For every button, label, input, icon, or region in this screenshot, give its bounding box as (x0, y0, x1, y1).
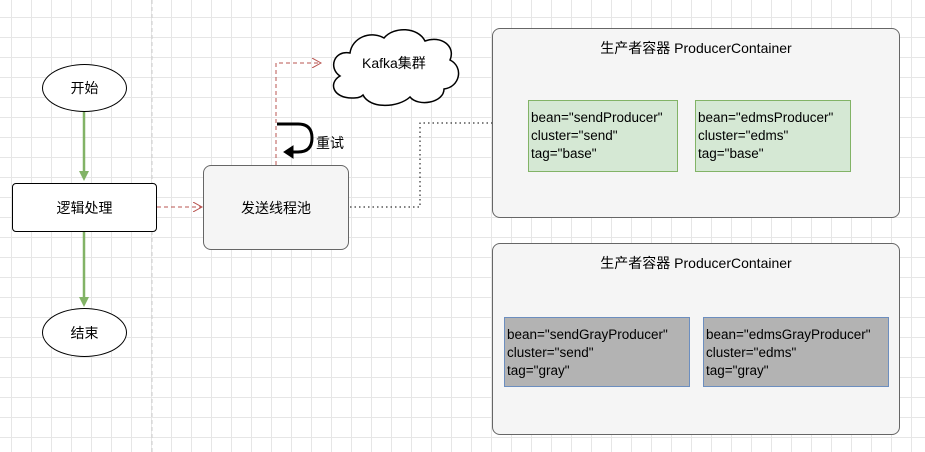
bean-name: bean="edmsGrayProducer" (706, 327, 871, 342)
bean-cluster: cluster="send" (507, 345, 594, 360)
bean-edms-gray-producer: bean="edmsGrayProducer" cluster="edms" t… (703, 317, 889, 387)
bean-tag: tag="base" (698, 146, 764, 161)
producer-container-gray: 生产者容器 ProducerContainer bean="sendGrayPr… (492, 243, 900, 435)
logic-node: 逻辑处理 (12, 183, 157, 232)
retry-label: 重试 (316, 135, 344, 151)
bean-name: bean="sendProducer" (531, 110, 663, 125)
logic-label: 逻辑处理 (56, 199, 113, 216)
bean-tag: tag="base" (531, 146, 597, 161)
start-node: 开始 (42, 64, 127, 112)
bean-tag: tag="gray" (507, 363, 570, 378)
bean-edms-producer: bean="edmsProducer" cluster="edms" tag="… (695, 100, 851, 172)
end-label: 结束 (70, 324, 99, 341)
kafka-label: Kafka集群 (362, 55, 426, 71)
link-pool-to-container (350, 122, 492, 208)
arrow-pool-to-kafka (275, 63, 321, 165)
bean-tag: tag="gray" (706, 363, 769, 378)
bean-cluster: cluster="send" (531, 128, 618, 143)
send-pool-label: 发送线程池 (241, 199, 311, 216)
bean-name: bean="sendGrayProducer" (507, 327, 668, 342)
bean-send-gray-producer: bean="sendGrayProducer" cluster="send" t… (504, 317, 690, 387)
container-title: 生产者容器 ProducerContainer (600, 40, 792, 56)
retry-loop-icon (277, 122, 314, 154)
bean-cluster: cluster="edms" (706, 345, 797, 360)
bean-cluster: cluster="edms" (698, 128, 789, 143)
start-label: 开始 (70, 80, 99, 96)
container-title: 生产者容器 ProducerContainer (600, 255, 792, 271)
bean-name: bean="edmsProducer" (698, 110, 834, 125)
bean-send-producer: bean="sendProducer" cluster="send" tag="… (528, 100, 678, 172)
send-pool-node: 发送线程池 (203, 165, 349, 250)
producer-container-base: 生产者容器 ProducerContainer bean="sendProduc… (492, 28, 900, 218)
end-node: 结束 (42, 308, 127, 357)
